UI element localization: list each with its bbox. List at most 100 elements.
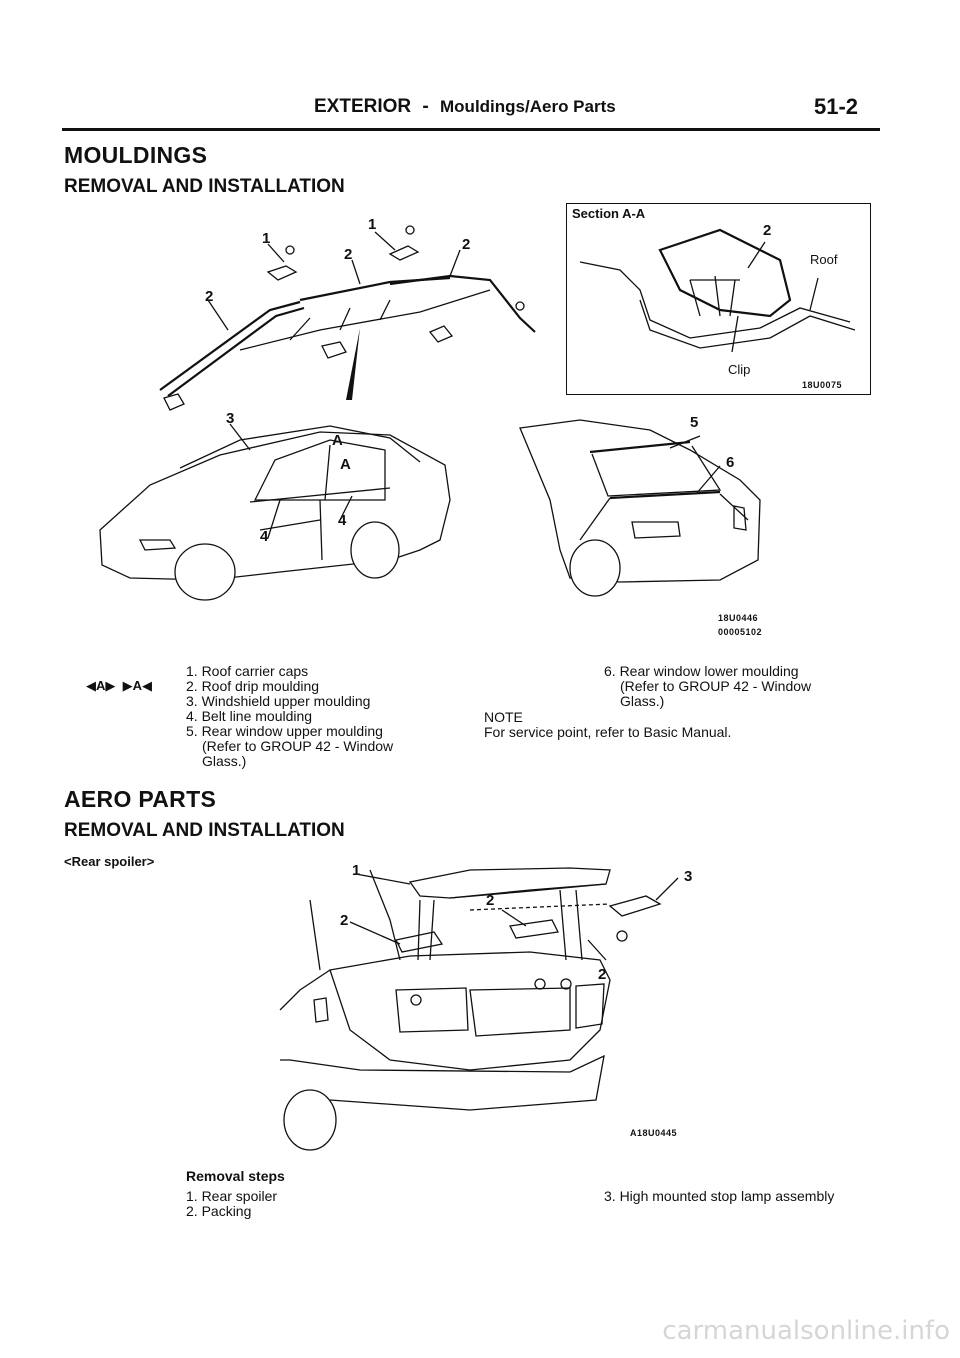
roof-drip-moulding-right: [389, 274, 536, 333]
spoiler-callout-2b: 2: [486, 892, 495, 909]
removal-steps-right: 3. High mounted stop lamp assembly: [604, 1189, 834, 1204]
aero-subtitle: REMOVAL AND INSTALLATION: [64, 820, 345, 841]
mouldings-diagram: [99, 225, 536, 601]
moulding-items-left: 1. Roof carrier caps 2. Roof drip mouldi…: [186, 664, 446, 769]
service-marks: ◀A▶ ▶A◀: [86, 678, 152, 693]
rear-car-wheel: [569, 539, 621, 597]
list-item: 5. Rear window upper moulding: [186, 723, 383, 739]
rear-body: [519, 419, 761, 583]
car-belt-line: [249, 487, 391, 503]
callout-4b: 4: [338, 512, 347, 529]
spoiler-car-wheel: [283, 1089, 337, 1151]
callout-a-top: A: [332, 432, 343, 449]
section-callout-2: 2: [763, 222, 772, 239]
rear-lamp-left: [395, 987, 469, 1033]
dash-line: [469, 903, 611, 911]
leader-spoiler-2c: [587, 939, 607, 961]
license-recess: [631, 521, 681, 539]
leader-roof: [809, 277, 819, 311]
rear-lamp-right: [575, 983, 605, 1029]
spoiler-callout-2a: 2: [340, 912, 349, 929]
rear-glass: [309, 869, 401, 971]
watermark: carmanualsonline.info: [662, 1316, 950, 1346]
leader-2a: [351, 259, 361, 285]
clip-center: [321, 341, 347, 359]
section-a-a-title: Section A-A: [572, 206, 646, 221]
list-item: Glass.): [620, 693, 665, 709]
list-item: (Refer to GROUP 42 - Window: [202, 738, 394, 754]
aero-title: AERO PARTS: [64, 786, 217, 812]
pointer-arrow: [346, 328, 360, 400]
trunk-lid: [329, 951, 611, 1071]
rear-window-upper-moulding: [589, 440, 691, 454]
roof-outline: [239, 289, 491, 351]
callout-1b: 1: [368, 216, 377, 233]
screw-1: [285, 245, 295, 255]
leader-2b: [449, 249, 461, 277]
clip-section: [689, 275, 740, 317]
leader-1a: [267, 243, 285, 263]
leader-clip: [731, 315, 739, 353]
headlamp: [138, 539, 177, 551]
spoiler-callout-3: 3: [684, 868, 693, 885]
rear-spoiler: [408, 867, 611, 899]
section-a-a-diagram: [579, 228, 856, 353]
moulding-items-right: 6. Rear window lower moulding (Refer to …: [604, 664, 864, 709]
section-clip-label: Clip: [728, 362, 751, 377]
removal-steps-title: Removal steps: [186, 1168, 285, 1184]
screw-3: [515, 301, 525, 311]
leader-1b: [374, 231, 396, 251]
leader-4b: [339, 495, 353, 521]
mouldings-subtitle: REMOVAL AND INSTALLATION: [64, 176, 345, 197]
clip-right: [428, 325, 454, 343]
nut-3: [560, 978, 572, 990]
bumper: [289, 1054, 605, 1111]
list-item: 3. High mounted stop lamp assembly: [604, 1188, 835, 1204]
callout-6: 6: [726, 454, 735, 471]
list-item: 2. Roof drip moulding: [186, 678, 320, 694]
callout-2c: 2: [205, 288, 214, 305]
carrier-cap-2: [388, 245, 420, 261]
header-rule: [62, 128, 880, 131]
rear-car-diagram: [519, 419, 761, 597]
rear-window: [591, 445, 722, 497]
leader-spoiler-1: [355, 873, 411, 885]
header-section: EXTERIOR - Mouldings/Aero Parts: [314, 96, 616, 118]
header-section-title: EXTERIOR: [314, 96, 412, 117]
nut-2: [534, 978, 546, 990]
fig-code-2: 00005102: [718, 627, 763, 637]
section-fig-code: 18U0075: [802, 380, 843, 390]
packing-left: [395, 931, 444, 953]
screw-2: [405, 225, 415, 235]
clip-left: [163, 393, 185, 411]
leader-spoiler-3: [655, 877, 679, 901]
rear-window-lower-moulding: [609, 490, 721, 500]
spoiler-leg-right: [559, 889, 583, 961]
packing-center: [509, 919, 559, 939]
leader-3: [229, 423, 251, 451]
callout-2a: 2: [344, 246, 353, 263]
roof-panel-inner: [639, 299, 856, 349]
callout-4a: 4: [260, 528, 269, 545]
header-dash: -: [422, 96, 429, 117]
license-plate: [469, 987, 571, 1037]
mouldings-title: MOULDINGS: [64, 142, 208, 168]
list-item: 2. Packing: [186, 1203, 252, 1219]
rear-spoiler-label: <Rear spoiler>: [64, 854, 155, 869]
page-number: 51-2: [814, 94, 859, 119]
callout-3: 3: [226, 410, 235, 427]
spoiler-fig-code: A18U0445: [630, 1128, 678, 1138]
leader-5: [669, 435, 701, 449]
header-subtitle: Mouldings/Aero Parts: [440, 97, 616, 116]
spoiler-callout-2c: 2: [598, 966, 607, 983]
roof-drip-moulding-left-inner: [167, 306, 305, 397]
taillamp: [733, 505, 747, 531]
leader-spoiler-2b: [501, 909, 527, 927]
leader-2c: [207, 299, 229, 331]
rear-wheel: [350, 521, 400, 579]
list-item: 3. Windshield upper moulding: [186, 693, 371, 709]
leader-spoiler-2a: [349, 921, 401, 945]
nut-1: [410, 994, 422, 1006]
stop-lamp: [608, 895, 662, 917]
spoiler-leg-left: [417, 899, 435, 961]
